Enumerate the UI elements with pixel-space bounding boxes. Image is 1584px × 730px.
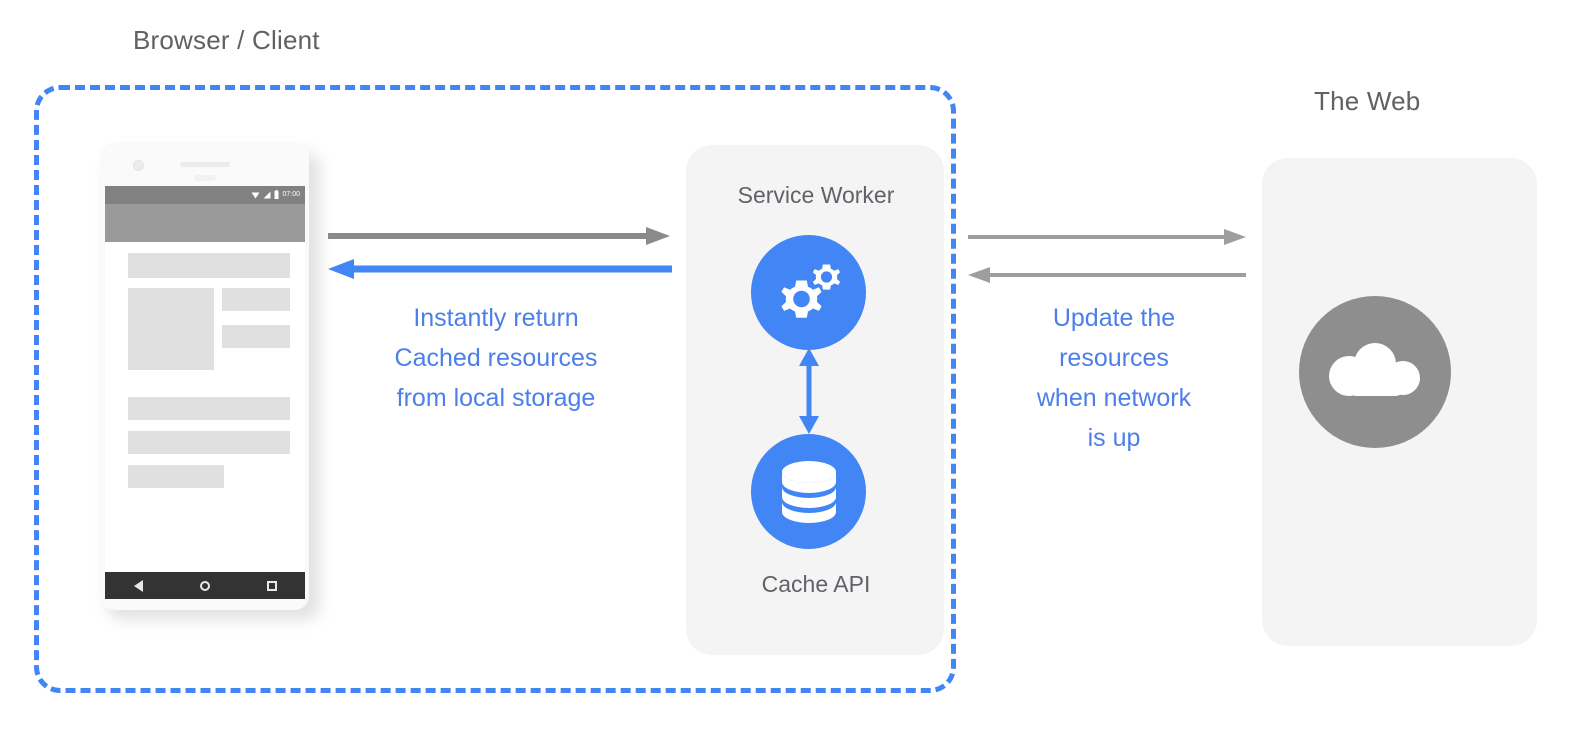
phone-camera-icon (133, 160, 144, 171)
content-placeholder (128, 397, 290, 420)
phone-sensor (194, 175, 216, 181)
browser-client-label: Browser / Client (133, 25, 320, 55)
phone-nav-bar (105, 572, 305, 599)
phone-mockup: 07:00 (101, 142, 320, 620)
phone-screen: 07:00 (105, 186, 305, 572)
browser-client-boundary (34, 85, 956, 693)
service-worker-panel (686, 145, 944, 655)
phone-speaker-grille (180, 162, 230, 167)
back-icon[interactable] (133, 579, 143, 592)
arrow-web-to-service-worker (968, 267, 1246, 283)
the-web-label: The Web (1314, 86, 1421, 116)
wifi-icon (251, 186, 260, 204)
gears-icon (780, 264, 840, 318)
phone-status-time: 07:00 (282, 191, 300, 198)
database-icon (781, 460, 836, 523)
recents-icon[interactable] (266, 580, 277, 591)
arrow-service-worker-to-client (328, 259, 672, 279)
the-web-cloud-badge (1299, 296, 1451, 448)
battery-icon (274, 186, 279, 204)
content-placeholder (128, 288, 214, 370)
content-placeholder (222, 288, 290, 311)
arrow-service-worker-to-web (968, 229, 1246, 245)
arrow-client-to-service-worker (328, 227, 670, 245)
content-placeholder (222, 325, 290, 348)
phone-app-bar (105, 204, 305, 242)
home-icon[interactable] (199, 580, 210, 591)
signal-icon (263, 186, 271, 204)
caption-cached-resources: Instantly return Cached resources from l… (394, 304, 598, 412)
content-placeholder (128, 465, 224, 488)
service-worker-title: Service Worker (737, 182, 895, 208)
cache-api-title: Cache API (761, 571, 871, 597)
arrow-service-worker-cache (799, 348, 819, 434)
caption-update-resources: Update the resources when network is up (1036, 304, 1192, 452)
service-worker-gears-badge (751, 235, 866, 350)
content-placeholder (128, 431, 290, 454)
content-placeholder (128, 253, 290, 278)
cloud-icon (1329, 343, 1420, 396)
cache-api-database-badge (751, 434, 866, 549)
phone-status-bar: 07:00 (105, 186, 305, 204)
